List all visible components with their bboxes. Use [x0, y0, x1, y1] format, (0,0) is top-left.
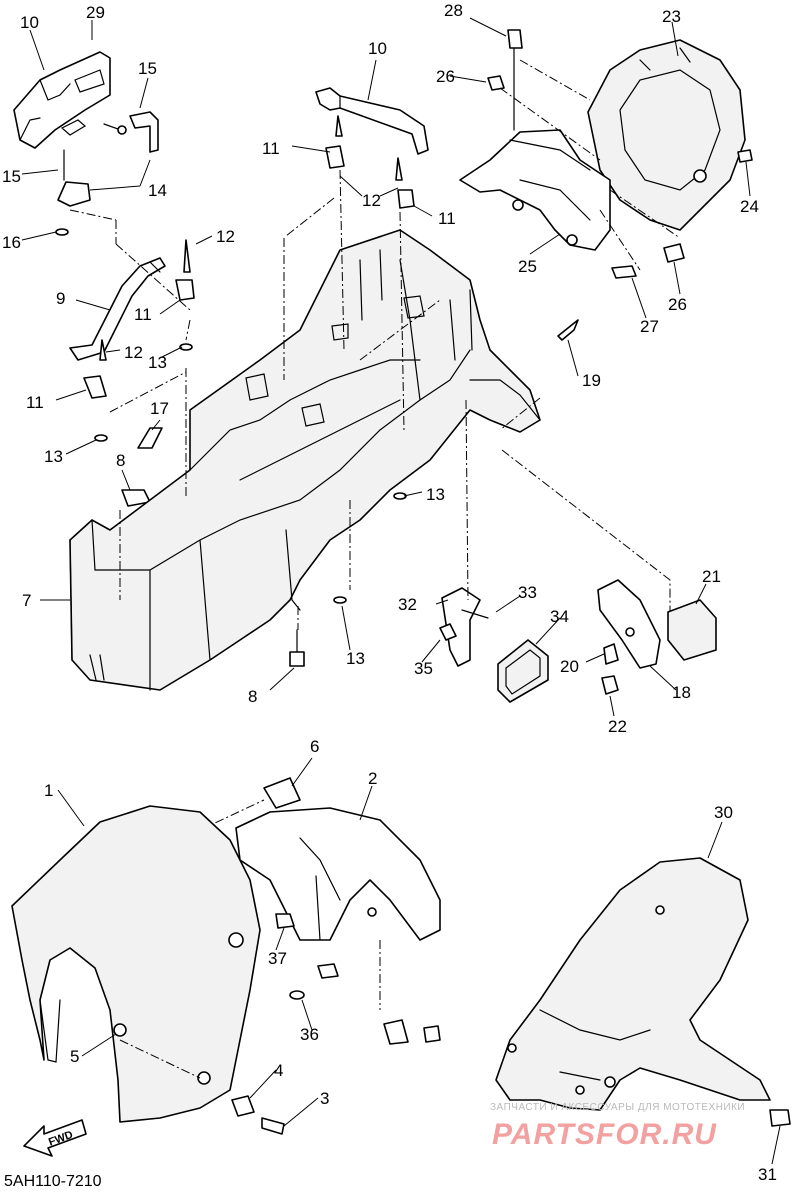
watermark-tagline: ЗАПЧАСТИ И АКСЕССУАРЫ ДЛЯ МОТОТЕХНИКИ [490, 1102, 745, 1113]
callout-1: 1 [44, 781, 53, 800]
callout-33: 33 [518, 583, 537, 602]
rear-fender-assembly [13, 29, 753, 703]
callout-36: 36 [300, 1025, 319, 1044]
diagram-code: 5AH110-7210 [4, 1173, 102, 1190]
callout-labels: 10 29 15 15 14 16 12 9 11 12 13 11 17 13… [2, 1, 777, 1184]
callout-30: 31 [758, 1165, 777, 1184]
callout-10-top: 10 [20, 13, 39, 32]
callout-37: 37 [268, 949, 287, 968]
callout-8-upper: 8 [116, 451, 125, 470]
callout-15-left: 15 [2, 167, 21, 186]
callout-10-mid: 10 [368, 39, 387, 58]
callout-15-right: 15 [138, 59, 157, 78]
callout-leaders [21, 17, 781, 1165]
callout-12-mid: 12 [362, 191, 381, 210]
callout-4: 4 [274, 1061, 283, 1080]
callout-32: 32 [398, 595, 417, 614]
callout-13-bottom: 13 [346, 649, 365, 668]
callout-17: 17 [150, 399, 169, 418]
callout-13-right: 13 [426, 485, 445, 504]
callout-11-right: 11 [438, 209, 456, 228]
callout-13-left: 13 [44, 447, 63, 466]
callout-12-lower: 12 [124, 343, 143, 362]
callout-11-upper: 11 [262, 139, 280, 158]
callout-20: 20 [560, 657, 579, 676]
callout-11-left: 11 [26, 393, 44, 412]
callout-21: 21 [702, 567, 721, 586]
callout-28: 28 [444, 1, 463, 20]
callout-26-upper: 26 [436, 67, 455, 86]
front-fender-assembly [11, 777, 791, 1135]
callout-26-lower: 26 [668, 295, 687, 314]
callout-8-lower: 8 [248, 687, 257, 706]
callout-22: 22 [608, 717, 627, 736]
callout-19: 19 [582, 371, 601, 390]
callout-2: 2 [368, 769, 377, 788]
callout-18: 18 [672, 683, 691, 702]
callout-23: 23 [662, 7, 681, 26]
watermark-logo: PARTSFOR.RU [492, 1118, 717, 1151]
callout-14: 14 [148, 181, 167, 200]
forward-arrow-icon: FWD [23, 1119, 87, 1157]
callout-5: 5 [70, 1047, 79, 1066]
callout-31: 29 [86, 3, 105, 22]
callout-11-mid: 11 [134, 305, 152, 324]
callout-24: 24 [740, 197, 759, 216]
callout-9: 9 [56, 289, 65, 308]
callout-12-upper: 12 [216, 227, 235, 246]
callout-27: 27 [640, 317, 659, 336]
callout-6: 6 [310, 737, 319, 756]
callout-13-upper: 13 [148, 353, 167, 372]
callout-16: 16 [2, 233, 21, 252]
callout-3: 3 [320, 1089, 329, 1108]
callout-34: 34 [550, 607, 569, 626]
callout-35: 35 [414, 659, 433, 678]
callout-25: 25 [518, 257, 537, 276]
callout-7: 7 [22, 591, 31, 610]
callout-29: 30 [714, 803, 733, 822]
